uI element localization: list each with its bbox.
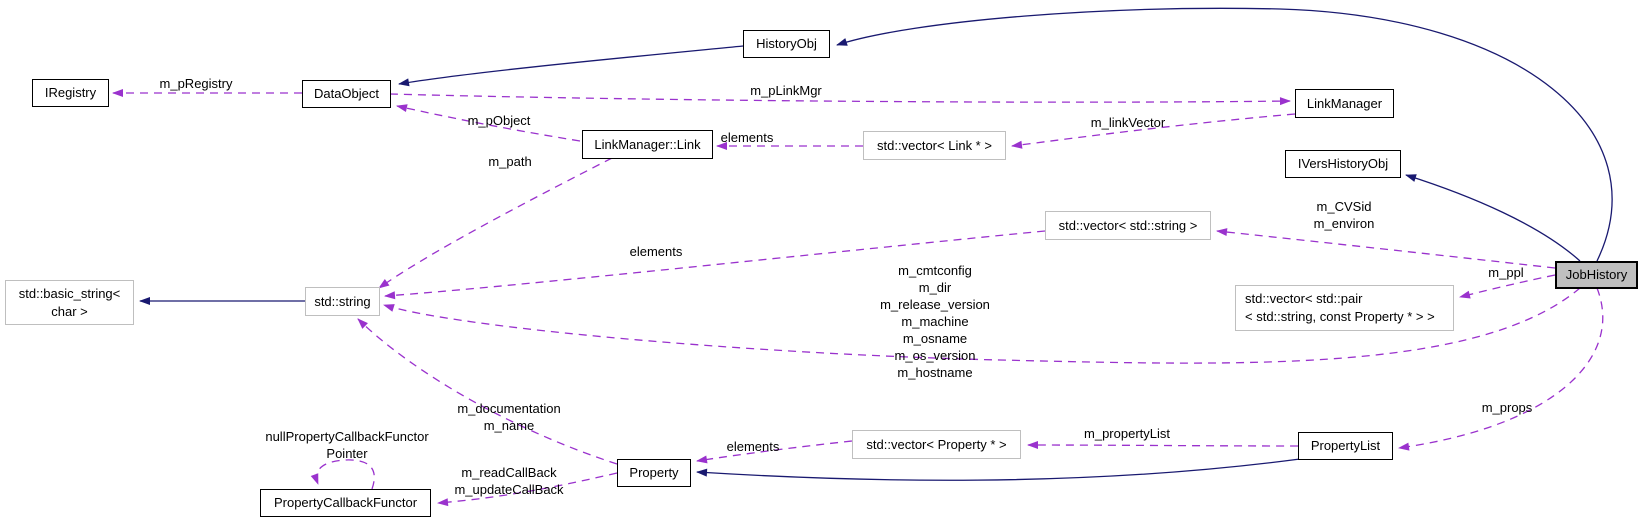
edge-label-m-props: m_props (1481, 400, 1533, 415)
edge-label-m-ppl: m_ppl (1488, 265, 1524, 280)
edge-usage-dataobject-linkmanager (389, 93, 1291, 106)
edge-usage-propertylist-vectorproperty (1027, 441, 1299, 450)
edge-label-m-documentation-m-name: m_documentation m_name (457, 401, 561, 433)
edge-usage-callbackfunctor-selfloop (310, 459, 375, 490)
node-historyobj[interactable]: HistoryObj (743, 30, 830, 58)
node-ivershistoryobj[interactable]: IVersHistoryObj (1285, 150, 1401, 178)
edge-usage-property-string (357, 318, 618, 465)
node-basic-string: std::basic_string< char > (5, 280, 134, 325)
node-dataobject[interactable]: DataObject (302, 80, 391, 108)
node-linkmanager-link[interactable]: LinkManager::Link (582, 130, 713, 159)
edge-usage-property-callbackfunctor (437, 472, 618, 507)
edge-usage-vectorproperty-property-elements (696, 440, 853, 464)
edge-label-m-pregistry: m_pRegistry (159, 76, 233, 91)
edge-usage-link-dataobject (396, 104, 581, 142)
edge-label-m-pobject: m_pObject (467, 113, 531, 128)
edge-usage-linkmanager-vectorlink (1011, 113, 1296, 149)
node-vector-string: std::vector< std::string > (1045, 211, 1211, 240)
edge-inheritance-propertylist-property (696, 458, 1301, 481)
node-iregistry[interactable]: IRegistry (32, 79, 109, 107)
node-propertycallbackfunctor[interactable]: PropertyCallbackFunctor (260, 489, 431, 517)
edge-label-nullpropertycallbackfunctor-pointer: nullPropertyCallbackFunctor Pointer (265, 429, 429, 461)
edge-label-jobhistory-string-members: m_cmtconfig m_dir m_release_version m_ma… (880, 263, 990, 380)
edge-inheritance-jobhistory-ivershistoryobj (1405, 174, 1581, 262)
edge-usage-vectorstring-string-elements (384, 230, 1046, 300)
edge-label-elements-link: elements (720, 130, 774, 145)
edge-label-elements-string: elements (629, 244, 683, 259)
node-property[interactable]: Property (617, 459, 691, 487)
edge-inheritance-historyobj-dataobject (398, 45, 744, 87)
node-jobhistory: JobHistory (1555, 261, 1638, 289)
edge-usage-link-string-mpath (378, 157, 613, 289)
node-linkmanager[interactable]: LinkManager (1295, 89, 1394, 118)
node-vector-pair: std::vector< std::pair < std::string, co… (1235, 285, 1454, 331)
edge-usage-jobhistory-vectorpair-mppl (1459, 274, 1556, 299)
edge-label-m-cvsid-m-environ: m_CVSid m_environ (1313, 199, 1375, 231)
edge-label-m-propertylist: m_propertyList (1084, 426, 1170, 441)
edge-inheritance-jobhistory-historyobj (836, 7, 1613, 262)
edge-label-m-readcallback-m-updatecallback: m_readCallBack m_updateCallBack (454, 465, 564, 497)
node-vector-property: std::vector< Property * > (852, 430, 1021, 459)
edge-usage-jobhistory-vectorstring (1216, 228, 1556, 269)
edge-label-m-linkvector: m_linkVector (1090, 115, 1166, 130)
node-propertylist[interactable]: PropertyList (1298, 432, 1393, 460)
edge-usage-jobhistory-string-members (383, 287, 1581, 364)
edge-label-m-path: m_path (488, 154, 532, 169)
node-vector-link: std::vector< Link * > (863, 131, 1006, 160)
edge-usage-jobhistory-propertylist-mprops (1398, 287, 1604, 451)
node-string: std::string (305, 287, 380, 316)
edge-label-elements-property: elements (726, 439, 780, 454)
edge-label-m-plinkmgr: m_pLinkMgr (750, 83, 822, 98)
